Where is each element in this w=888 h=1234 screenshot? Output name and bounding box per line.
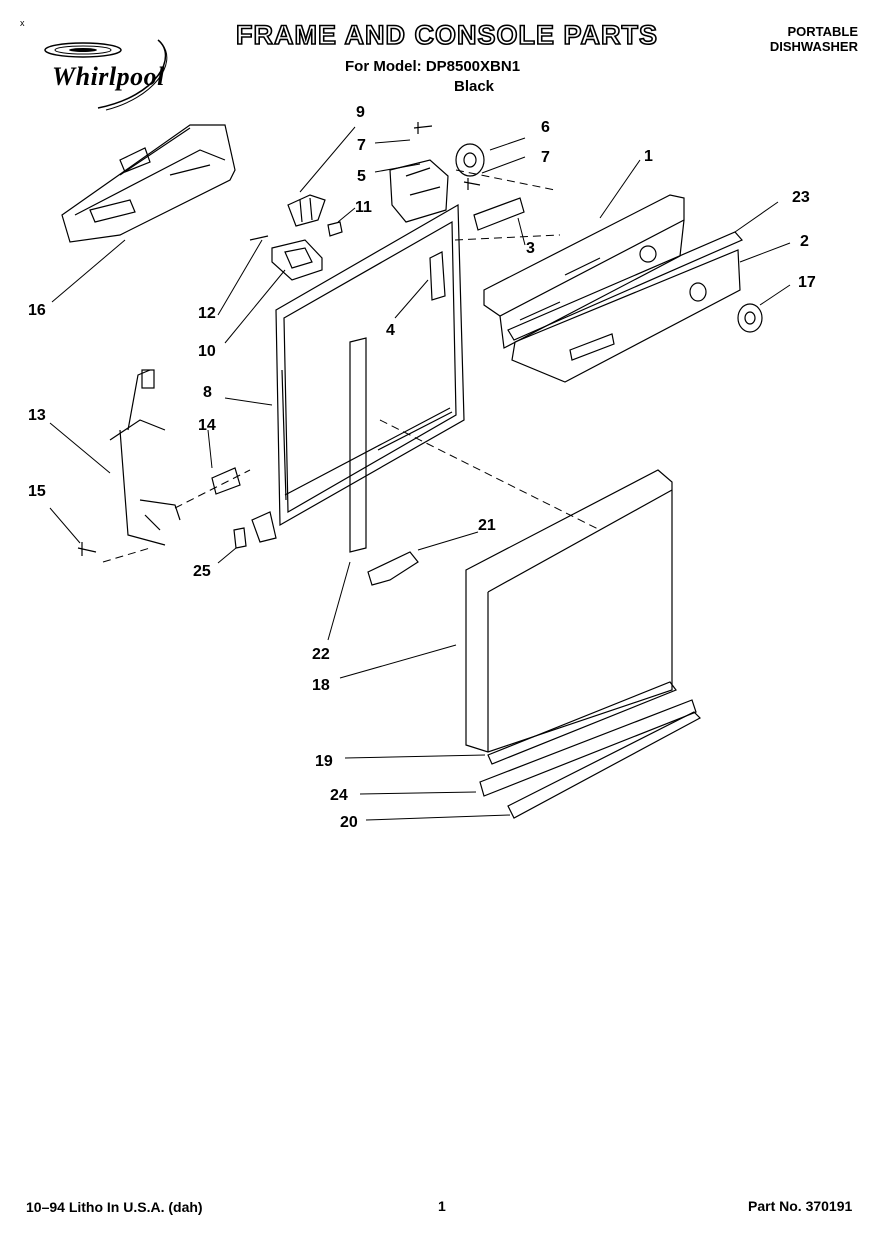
page-title: FRAME AND CONSOLE PARTS: [235, 19, 659, 51]
model-line: For Model: DP8500XBN1: [345, 58, 521, 75]
explosion-lines: [102, 169, 601, 563]
callout-15: 15: [28, 483, 46, 500]
callout-9: 9: [356, 104, 365, 121]
brand-name: Whirlpool: [52, 62, 165, 91]
callout-12: 12: [198, 305, 216, 322]
part-5-switch-assembly: [389, 159, 449, 223]
part-17-knob: [737, 303, 763, 333]
part-21-door-clip: [367, 551, 419, 586]
part-9-switch: [287, 194, 326, 227]
product-line-2: DISHWASHER: [769, 39, 858, 54]
part-number: Part No. 370191: [748, 1198, 853, 1214]
part-10-bracket: [271, 239, 323, 281]
callout-22: 22: [312, 646, 330, 663]
product-line-1: PORTABLE: [787, 24, 858, 39]
part-1-console: [483, 194, 685, 349]
part-19-bottom-strip: [487, 681, 677, 765]
part-25-clip: [233, 527, 247, 549]
part-22-insulation-strip: [349, 337, 367, 553]
part-8-door-frame: [275, 203, 465, 527]
callout-25: 25: [193, 563, 211, 580]
callout-4: 4: [386, 322, 395, 339]
callout-20: 20: [340, 814, 358, 831]
callout-11: 11: [355, 199, 372, 216]
part-4-latch: [429, 251, 446, 301]
callout-7a: 7: [357, 137, 366, 154]
callout-18: 18: [312, 677, 330, 694]
corner-mark: x: [20, 18, 25, 28]
part-12-pin: [249, 235, 269, 241]
part-3-switch-panel: [473, 197, 525, 231]
color-line: Black: [454, 78, 495, 95]
litho-info: 10–94 Litho In U.S.A. (dah): [26, 1199, 203, 1215]
callout-10: 10: [198, 343, 216, 360]
part-15-screw: [77, 542, 97, 556]
frame-bracket: [251, 511, 277, 543]
callout-23: 23: [792, 189, 810, 206]
callout-3: 3: [526, 240, 535, 257]
part-13-wire-harness: [109, 369, 181, 546]
leader-lines: [49, 126, 791, 821]
part-14-connector: [211, 467, 241, 495]
part-7-screw-b: [463, 178, 481, 190]
product-type: PORTABLE DISHWASHER: [770, 24, 858, 54]
callout-16: 16: [28, 302, 46, 319]
whirlpool-logo: Whirlpool: [28, 36, 198, 116]
swirl-icon: [44, 39, 168, 111]
callout-7b: 7: [541, 149, 550, 166]
callout-17: 17: [798, 274, 816, 291]
part-6-timer-knob: [455, 143, 485, 177]
part-2-control-panel: [511, 249, 741, 383]
part-18-door-panel: [465, 469, 673, 753]
callout-1: 1: [644, 148, 653, 165]
part-23-trim-strip: [507, 231, 743, 341]
callout-6: 6: [541, 119, 550, 136]
callout-24: 24: [330, 787, 348, 804]
part-16-top-cover: [61, 124, 236, 243]
callout-5: 5: [357, 168, 366, 185]
callout-13: 13: [28, 407, 46, 424]
part-11-clip: [327, 221, 343, 237]
part-20-bottom-rail: [507, 711, 701, 819]
part-24-trim: [479, 699, 697, 797]
callout-8: 8: [203, 384, 212, 401]
callout-14: 14: [198, 417, 216, 434]
callout-2: 2: [800, 233, 809, 250]
callout-19: 19: [315, 753, 333, 770]
page-number: 1: [438, 1198, 446, 1214]
callout-21: 21: [478, 517, 496, 534]
part-7-screw-a: [413, 122, 433, 134]
